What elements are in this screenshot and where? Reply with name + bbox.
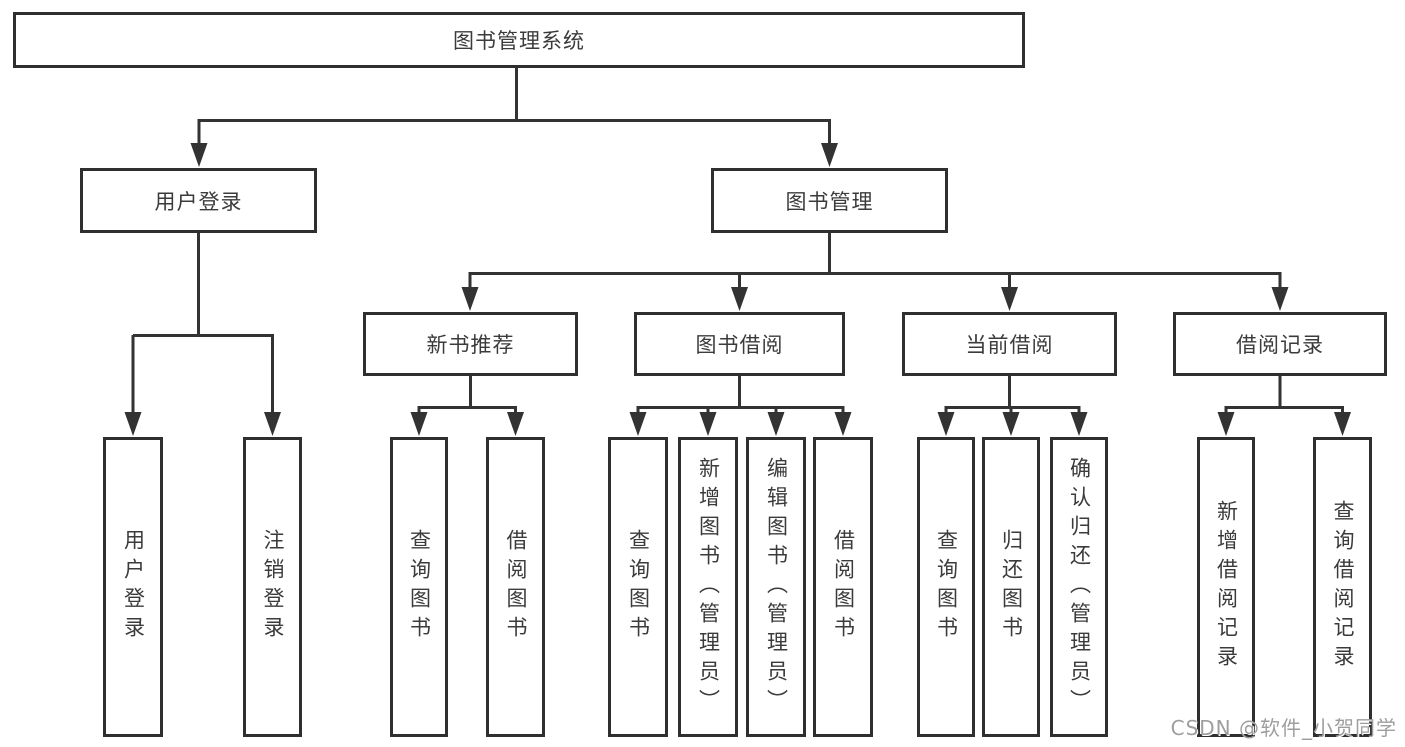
node-new-book-recommend: 新书推荐 xyxy=(363,312,578,376)
node-current-borrowing-label: 当前借阅 xyxy=(965,333,1054,357)
node-book-management-label: 图书管理 xyxy=(785,189,874,214)
leaf-query-books-borrowing-label: 查询图书 xyxy=(626,529,651,645)
node-root-label: 图书管理系统 xyxy=(453,29,585,53)
node-book-borrowing: 图书借阅 xyxy=(634,312,845,376)
node-borrowing-records-label: 借阅记录 xyxy=(1236,333,1324,357)
leaf-query-books-current-label: 查询图书 xyxy=(934,529,959,645)
leaf-return-books: 归还图书 xyxy=(982,437,1040,737)
leaf-borrow-books: 借阅图书 xyxy=(813,437,873,737)
node-user-login: 用户登录 xyxy=(80,168,317,233)
leaf-logout: 注销登录 xyxy=(243,437,302,737)
node-new-book-recommend-label: 新书推荐 xyxy=(426,333,515,357)
node-current-borrowing: 当前借阅 xyxy=(902,312,1117,376)
csdn-watermark: CSDN @软件_小贺同学 xyxy=(1170,716,1397,740)
leaf-return-books-label: 归还图书 xyxy=(999,529,1024,645)
leaf-borrow-books-recommend-label: 借阅图书 xyxy=(504,529,528,645)
leaf-logout-label: 注销登录 xyxy=(261,529,285,645)
leaf-edit-book-admin-label: 编辑图书（管理员） xyxy=(764,456,789,718)
node-borrowing-records: 借阅记录 xyxy=(1173,312,1387,376)
leaf-confirm-return-admin: 确认归还（管理员） xyxy=(1050,437,1108,737)
leaf-add-book-admin-label: 新增图书（管理员） xyxy=(696,456,721,718)
node-book-management: 图书管理 xyxy=(711,168,948,233)
leaf-add-book-admin: 新增图书（管理员） xyxy=(678,437,738,737)
leaf-borrow-books-recommend: 借阅图书 xyxy=(486,437,545,737)
leaf-confirm-return-admin-label: 确认归还（管理员） xyxy=(1067,456,1092,718)
leaf-query-borrow-record: 查询借阅记录 xyxy=(1313,437,1372,737)
leaf-query-books-recommend: 查询图书 xyxy=(390,437,448,737)
leaf-add-borrow-record-label: 新增借阅记录 xyxy=(1214,500,1239,674)
leaf-user-login-label: 用户登录 xyxy=(121,529,146,645)
leaf-query-borrow-record-label: 查询借阅记录 xyxy=(1331,500,1355,674)
node-book-borrowing-label: 图书借阅 xyxy=(695,333,784,357)
leaf-user-login: 用户登录 xyxy=(103,437,163,737)
leaf-query-books-current: 查询图书 xyxy=(917,437,975,737)
leaf-add-borrow-record: 新增借阅记录 xyxy=(1197,437,1255,737)
node-user-login-label: 用户登录 xyxy=(154,189,243,214)
leaf-query-books-borrowing: 查询图书 xyxy=(608,437,668,737)
leaf-edit-book-admin: 编辑图书（管理员） xyxy=(746,437,806,737)
leaf-borrow-books-label: 借阅图书 xyxy=(831,529,856,645)
leaf-query-books-recommend-label: 查询图书 xyxy=(407,529,432,645)
node-root: 图书管理系统 xyxy=(13,12,1025,68)
